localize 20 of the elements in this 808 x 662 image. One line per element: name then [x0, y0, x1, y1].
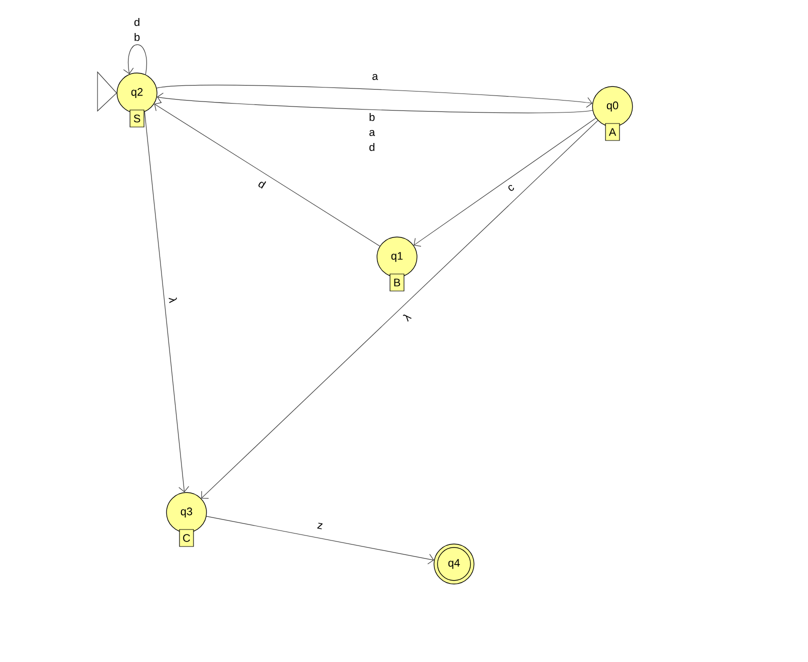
edge-label: d b — [132, 17, 142, 42]
transition-arrow — [156, 92, 593, 114]
edge-label: λ — [400, 310, 414, 324]
transition-arrow — [414, 118, 596, 247]
transition-arrow — [206, 516, 434, 564]
edge-label: a — [370, 74, 380, 81]
state-label-box: C — [179, 529, 194, 547]
state-label-box: A — [605, 123, 620, 141]
state-label-box: S — [130, 110, 144, 128]
edge-label: b a d — [367, 112, 377, 152]
edge-label: d — [255, 178, 269, 190]
state-label-box: B — [390, 274, 404, 292]
transition-arrow — [201, 120, 598, 499]
transition-arrow — [156, 84, 592, 108]
transition-arrow — [144, 112, 190, 492]
edge-label: z — [314, 522, 326, 530]
transition-arrow — [154, 102, 380, 246]
self-loop-arrow — [123, 44, 147, 75]
edge-label: λ — [168, 294, 178, 306]
edge-label: c — [504, 182, 518, 194]
